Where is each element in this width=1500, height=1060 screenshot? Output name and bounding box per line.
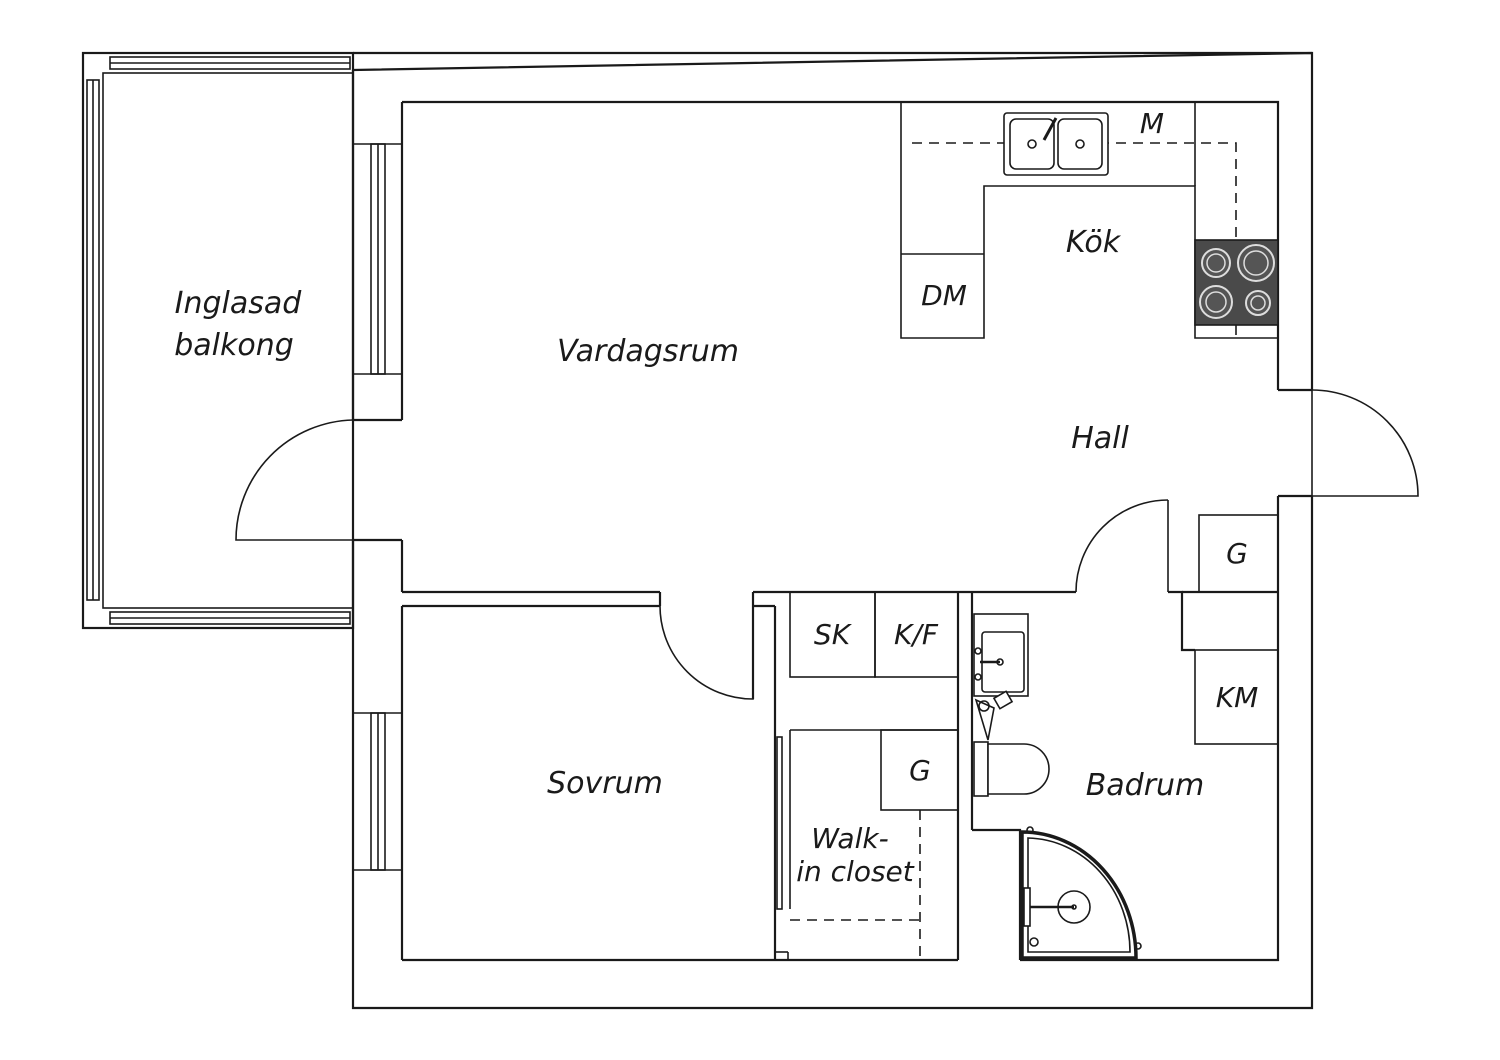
- entry-door: [1311, 389, 1419, 497]
- storage-cabinets: [789, 591, 959, 678]
- bidet-shower: [974, 690, 1014, 741]
- bathroom-door: [1075, 499, 1169, 593]
- balcony-door: [235, 419, 354, 541]
- toilet: [973, 741, 1050, 797]
- window-living-room: [353, 143, 402, 375]
- walk-in-closet: [776, 729, 959, 960]
- balcony-label-line2: balkong: [174, 328, 294, 363]
- microwave-label: M: [1140, 107, 1164, 140]
- living-room-label: Vardagsrum: [557, 334, 739, 369]
- bathroom-label: Badrum: [1086, 768, 1205, 803]
- kitchen-sink: [1003, 112, 1109, 176]
- fridge-freezer-label: K/F: [894, 618, 939, 651]
- cleaning-closet-label: SK: [814, 618, 853, 651]
- hall-wardrobe: [1198, 514, 1279, 593]
- closet-wardrobe-label: G: [909, 754, 931, 787]
- closet-label-line2: in closet: [796, 855, 915, 888]
- bedroom-label: Sovrum: [547, 766, 663, 801]
- balcony-label-line1: Inglasad: [175, 286, 303, 321]
- shower-cabin: [1020, 826, 1142, 960]
- bedroom-door: [659, 605, 754, 700]
- stove: [1194, 239, 1279, 326]
- window-bedroom: [353, 712, 402, 871]
- bathroom-sink: [973, 613, 1029, 697]
- dishwasher-label: DM: [921, 279, 967, 312]
- glazed-balcony: [81, 51, 355, 630]
- hall-wardrobe-label: G: [1226, 537, 1248, 570]
- closet-label-line1: Walk-: [811, 822, 888, 855]
- hall-label: Hall: [1071, 421, 1129, 456]
- kitchen-label: Kök: [1066, 225, 1122, 260]
- washing-machine-label: KM: [1216, 681, 1259, 714]
- washing-machine-space: [1194, 649, 1279, 745]
